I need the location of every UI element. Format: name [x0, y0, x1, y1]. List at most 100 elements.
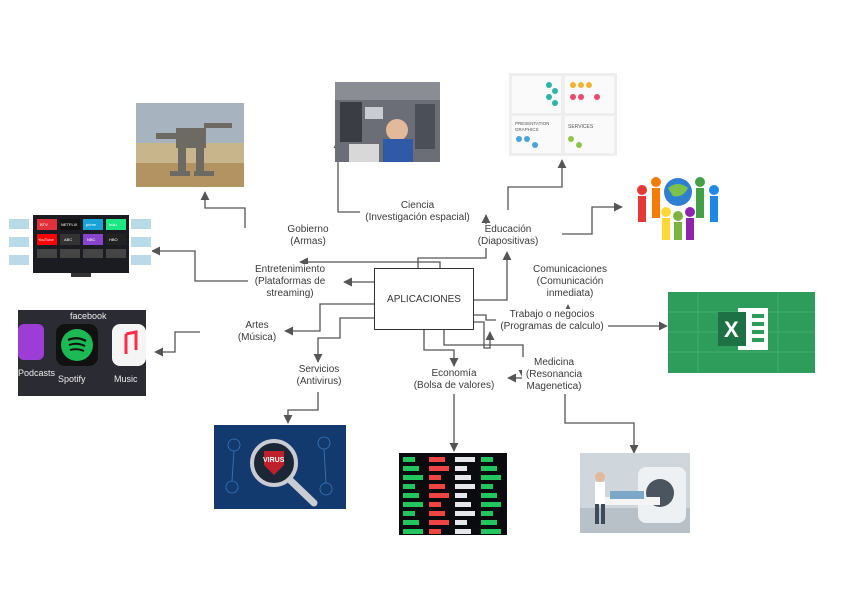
ticker-cell: [455, 475, 471, 480]
node-entretenimiento-sub2: streaming): [266, 288, 314, 299]
node-medicina-sub1: (Resonancia: [525, 369, 583, 380]
slide-title-1: PRESENTATION: [515, 121, 549, 126]
node-comunicaciones-sub2: inmediata): [546, 288, 594, 299]
ticker-cell: [481, 466, 497, 471]
slide-title-3: SERVICES: [568, 124, 594, 130]
node-entretenimiento: Entretenimiento (Plataformas de streamin…: [248, 264, 332, 300]
mri-photo: [580, 453, 690, 533]
center-node-label: APLICACIONES: [387, 293, 461, 305]
connector-educacion-people: [562, 202, 623, 235]
tv-app-3: prime: [86, 222, 97, 227]
node-educacion-title: Educación: [484, 224, 532, 235]
virus-label: VIRUS: [263, 457, 285, 464]
ticker-cell: [429, 511, 445, 516]
tv-app-7: NBC: [87, 237, 96, 242]
node-educacion-sub: (Diapositivas): [477, 236, 539, 247]
ticker-cell: [429, 475, 441, 480]
ticker-cell: [455, 520, 467, 525]
ticker-cell: [429, 529, 441, 534]
node-gobierno: Gobierno (Armas): [282, 224, 334, 248]
robot-photo: [136, 103, 244, 187]
connector-center-trabajo: [474, 321, 495, 349]
node-artes-sub: (Música): [237, 332, 277, 343]
tv-app-5: YouTube: [38, 237, 54, 242]
ticker-cell: [455, 457, 475, 462]
stock-ticker-photo: [399, 453, 507, 535]
ticker-cell: [403, 484, 415, 489]
node-medicina: Medicina (Resonancia Magenetica): [522, 357, 586, 393]
slides-photo: PRESENTATION GRAPHICS SERVICES: [509, 73, 617, 156]
node-comunicaciones-sub1: (Comunicación: [536, 276, 604, 287]
node-ciencia-title: Ciencia: [400, 200, 435, 211]
node-educacion: Educación (Diapositivas): [474, 224, 542, 248]
node-ciencia: Ciencia (Investigación espacial): [360, 200, 475, 224]
phone-app-podcasts: Podcasts: [18, 368, 56, 378]
phone-app-spotify: Spotify: [58, 374, 86, 384]
people-globe-photo: [628, 170, 728, 240]
node-medicina-sub2: Magenetica): [526, 381, 582, 392]
excel-photo: X: [668, 292, 815, 373]
ticker-cell: [481, 520, 497, 525]
ticker-cell: [403, 475, 423, 480]
music-apps-photo: facebook Podcasts Spotify Music: [18, 310, 146, 396]
connector-educacion-photo: [507, 159, 567, 210]
excel-logo-letter: X: [724, 317, 739, 342]
connector-artes-photo: [154, 331, 200, 357]
node-economia: Economía (Bolsa de valores): [410, 368, 498, 392]
phone-app-facebook: facebook: [70, 311, 107, 321]
node-ciencia-sub: (Investigación espacial): [365, 212, 470, 223]
connector-servicios-photo: [283, 392, 319, 424]
slide-title-2: GRAPHICS: [515, 127, 539, 132]
ticker-cell: [403, 502, 423, 507]
ticker-cell: [403, 457, 415, 462]
phone-app-music: Music: [114, 374, 138, 384]
node-economia-sub: (Bolsa de valores): [413, 380, 495, 391]
ticker-cell: [481, 502, 501, 507]
ticker-cell: [481, 493, 497, 498]
ticker-cell: [429, 457, 445, 462]
tv-streaming-photo: BTV NETFLIX prime hulu YouTube ABC NBC H…: [9, 207, 152, 287]
node-gobierno-title: Gobierno: [287, 224, 329, 235]
node-medicina-title: Medicina: [533, 357, 575, 368]
ticker-cell: [481, 475, 501, 480]
node-entretenimiento-sub1: (Plataformas de: [254, 276, 326, 287]
ticker-cell: [481, 457, 493, 462]
connector-center-gobierno: [299, 257, 441, 268]
ticker-cell: [429, 484, 445, 489]
node-economia-title: Economía: [431, 368, 477, 379]
connector-center-servicios: [313, 317, 374, 363]
connector-entretenimiento-photo: [151, 246, 250, 282]
tv-app-6: ABC: [64, 237, 72, 242]
tv-app-4: hulu: [109, 222, 117, 227]
node-trabajo-title: Trabajo o negocios: [509, 309, 595, 320]
ticker-cell: [481, 511, 493, 516]
ticker-cell: [403, 466, 419, 471]
ticker-cell: [455, 466, 467, 471]
connector-center-artes: [284, 303, 374, 336]
node-trabajo-sub: (Programas de calculo): [500, 321, 604, 332]
ticker-cell: [455, 529, 471, 534]
node-entretenimiento-title: Entretenimiento: [254, 264, 326, 275]
connector-medicina-photo: [564, 394, 639, 454]
ticker-cell: [429, 466, 449, 471]
virus-photo: VIRUS: [214, 425, 346, 509]
connector-center-economia: [423, 330, 459, 367]
tv-app-2: NETFLIX: [61, 222, 78, 227]
ticker-cell: [481, 529, 501, 534]
ticker-cell: [403, 520, 419, 525]
astronaut-photo: [335, 82, 440, 162]
ticker-cell: [429, 520, 449, 525]
node-comunicaciones: Comunicaciones (Comunicación inmediata): [530, 264, 610, 300]
ticker-cell: [429, 502, 441, 507]
node-artes-title: Artes: [245, 320, 269, 331]
node-gobierno-sub: (Armas): [290, 236, 326, 247]
node-servicios: Servicios (Antivirus): [293, 364, 345, 388]
ticker-cell: [455, 493, 467, 498]
ticker-cell: [455, 511, 475, 516]
ticker-cell: [403, 511, 415, 516]
node-artes: Artes (Música): [232, 320, 282, 344]
node-trabajo: Trabajo o negocios (Programas de calculo…: [496, 309, 608, 333]
ticker-cell: [455, 484, 475, 489]
connector-center-educacion: [474, 251, 512, 301]
